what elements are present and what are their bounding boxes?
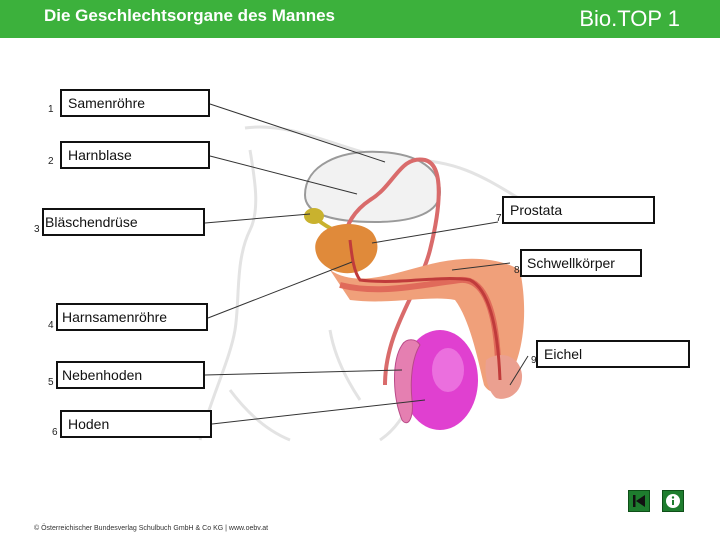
label-box-eichel[interactable]: Eichel — [536, 340, 690, 368]
label-text-samenroehre: Samenröhre — [68, 95, 146, 111]
label-number-8: 8 — [514, 265, 520, 276]
label-box-schwellkoerper[interactable]: Schwellkörper — [520, 249, 642, 277]
glans-shape — [485, 355, 523, 399]
label-box-prostata[interactable]: Prostata — [502, 196, 655, 224]
label-text-schwellkoerper: Schwellkörper — [527, 255, 615, 271]
prostate-shape — [315, 224, 378, 274]
label-number-4: 4 — [48, 320, 54, 331]
page-title: Die Geschlechtsorgane des Mannes — [44, 6, 335, 25]
vas-deferens — [343, 157, 441, 386]
copyright-footer: © Österreichischer Bundesverlag Schulbuc… — [34, 525, 269, 532]
label-text-harnsamenroehre: Harnsamenröhre — [62, 309, 168, 325]
label-text-blaeschendruese: Bläschendrüse — [45, 214, 138, 230]
brand-logo: Bio.TOP 1 — [579, 6, 680, 31]
label-number-3: 3 — [34, 224, 40, 235]
leader-lines — [204, 103, 529, 425]
label-box-nebenhoden[interactable]: Nebenhoden — [56, 361, 205, 389]
label-number-2: 2 — [48, 156, 54, 167]
epididymis-shape — [394, 339, 421, 424]
label-box-samenroehre[interactable]: Samenröhre — [60, 89, 210, 117]
back-button[interactable] — [628, 490, 650, 512]
label-number-1: 1 — [48, 104, 54, 115]
label-text-harnblase: Harnblase — [68, 147, 132, 163]
label-number-5: 5 — [48, 377, 54, 388]
label-number-9: 9 — [531, 355, 537, 366]
label-box-harnsamenroehre[interactable]: Harnsamenröhre — [56, 303, 208, 331]
label-number-7: 7 — [496, 213, 502, 224]
info-icon — [666, 494, 680, 508]
label-box-hoden[interactable]: Hoden — [60, 410, 212, 438]
label-number-6: 6 — [52, 427, 58, 438]
urethra-line — [348, 239, 502, 381]
back-arrow-icon — [633, 495, 645, 507]
label-box-blaeschendruese[interactable]: Bläschendrüse — [42, 208, 205, 236]
info-button[interactable] — [662, 490, 684, 512]
label-text-eichel: Eichel — [544, 346, 583, 362]
label-text-nebenhoden: Nebenhoden — [62, 367, 143, 383]
header-bar: Die Geschlechtsorgane des Mannes Bio.TOP… — [0, 0, 720, 38]
label-text-prostata: Prostata — [510, 202, 563, 218]
label-text-hoden: Hoden — [68, 416, 110, 432]
label-box-harnblase[interactable]: Harnblase — [60, 141, 210, 169]
bladder-shape — [303, 150, 442, 224]
